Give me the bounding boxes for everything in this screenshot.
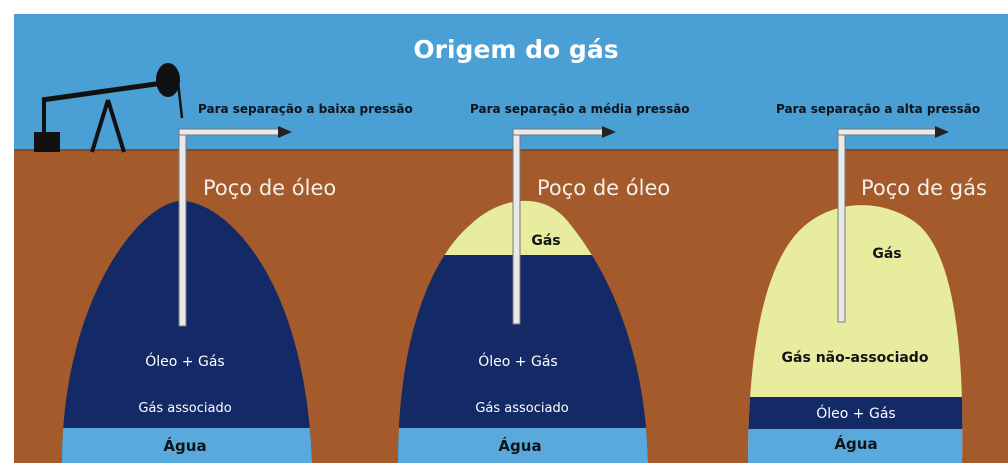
diagram-title: Origem do gás xyxy=(413,35,618,64)
well-label-3: Poço de gás xyxy=(861,176,987,200)
pumpjack-icon xyxy=(34,63,184,153)
separation-label-1: Para separação a baixa pressão xyxy=(198,102,413,116)
pipe-2 xyxy=(512,126,616,325)
zone-water-3: Água xyxy=(834,434,877,453)
zone-associated-2: Gás associado xyxy=(475,401,568,416)
separation-label-2: Para separação a média pressão xyxy=(470,102,690,116)
zone-oil-gas-1: Óleo + Gás xyxy=(145,352,224,370)
arrow-right-icon xyxy=(935,126,949,138)
well-label-1: Poço de óleo xyxy=(203,176,336,200)
well-label-2: Poço de óleo xyxy=(537,176,670,200)
arrow-right-icon xyxy=(278,126,292,138)
separation-label-3: Para separação a alta pressão xyxy=(776,102,980,116)
zone-non-associated-3: Gás não-associado xyxy=(782,350,929,366)
zone-water-2: Água xyxy=(498,436,541,455)
arrow-right-icon xyxy=(602,126,616,138)
zone-associated-1: Gás associado xyxy=(138,401,231,416)
zone-gas-3: Gás xyxy=(872,246,901,262)
zone-oil-gas-3: Óleo + Gás xyxy=(816,404,895,422)
zone-water-1: Água xyxy=(163,436,206,455)
zone-gas-cap-2: Gás xyxy=(531,233,560,249)
pipe-1 xyxy=(178,126,292,327)
zone-oil-gas-2: Óleo + Gás xyxy=(478,352,557,370)
pipe-3 xyxy=(837,126,949,323)
